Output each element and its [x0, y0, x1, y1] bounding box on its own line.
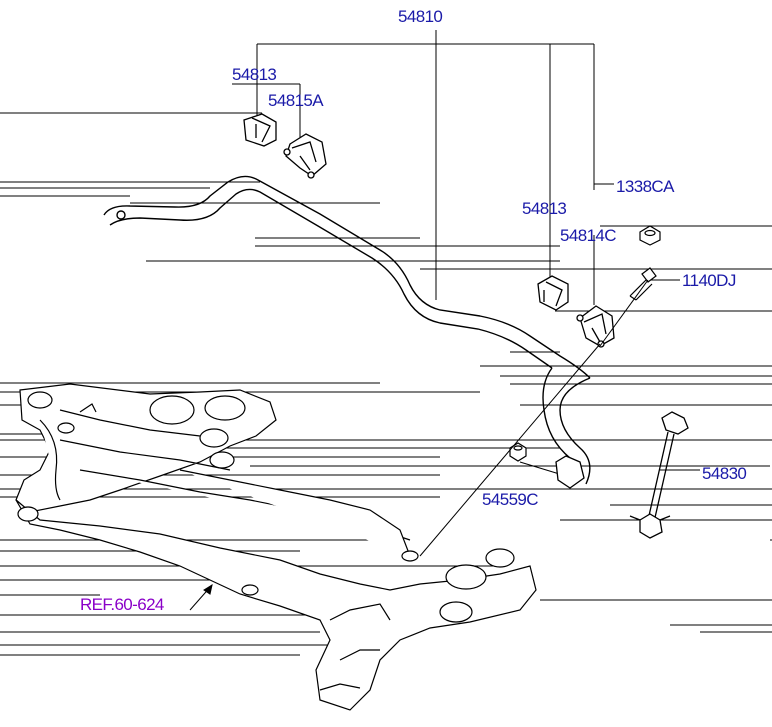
leader-54810 — [256, 30, 595, 300]
part-label-54815a: 54815A — [268, 91, 324, 110]
part-label-1140dj: 1140DJ — [682, 271, 736, 290]
part-label-54810: 54810 — [398, 7, 443, 26]
leader-54813-left — [232, 83, 301, 140]
right-bushing — [537, 275, 569, 311]
lower-nut — [509, 442, 527, 462]
right-bracket — [576, 305, 615, 348]
subframe — [15, 383, 537, 711]
left-bushing — [243, 113, 277, 147]
part-label-54814c: 54814C — [560, 226, 617, 245]
part-label-54813-right: 54813 — [522, 199, 567, 218]
part-label-54813-left: 54813 — [232, 65, 277, 84]
nut-hardware — [639, 225, 661, 246]
part-label-54830: 54830 — [702, 464, 747, 483]
stabilizer-link — [555, 411, 689, 539]
left-bracket — [283, 133, 327, 179]
stabilizer-bar — [103, 175, 591, 485]
mount-line — [419, 343, 601, 557]
part-label-1338ca: 1338CA — [616, 177, 674, 196]
reference-link[interactable]: REF.60-624 — [80, 595, 164, 614]
bolt-hardware — [599, 267, 657, 347]
part-label-54559c: 54559C — [482, 490, 539, 509]
